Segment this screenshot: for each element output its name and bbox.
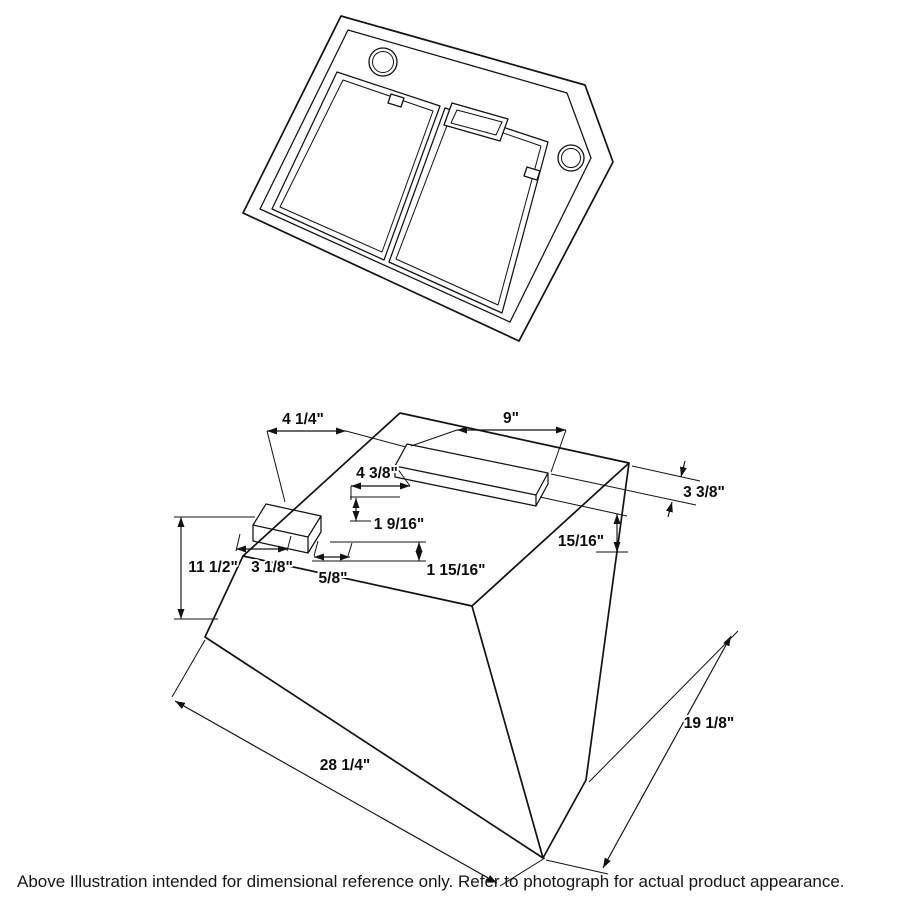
extension-lines: [266, 430, 407, 503]
filter-left-outer: [271, 71, 441, 261]
dim-label-duct-offset-left: 4 1/4": [282, 411, 324, 428]
extension-lines: [312, 541, 426, 562]
dimension-arrow: [602, 635, 732, 869]
filter-right-inner: [395, 114, 542, 306]
left-lamp-inner-ring: [372, 51, 394, 73]
dim-duct-front-offset: 15/16": [539, 496, 628, 553]
mounting-clip-2: [523, 166, 541, 181]
dim-label-knockout-offset-c: 1 15/16": [426, 562, 485, 579]
extension-lines: [313, 540, 353, 557]
left-lamp: [368, 47, 398, 77]
dim-label-hood-height: 11 1/2": [188, 559, 238, 576]
extension-lines: [350, 496, 400, 522]
dim-label-knockout-offset-a: 1 9/16": [374, 516, 424, 533]
hood-underside-inner-frame: [259, 29, 592, 323]
dim-label-duct-back-offset: 3 3/8": [683, 484, 725, 501]
dim-label-duct-width: 9": [503, 410, 519, 427]
reference-caption: Above Illustration intended for dimensio…: [17, 872, 845, 891]
control-cutout: [443, 102, 509, 142]
dim-knockout-offset-b: 5/8": [313, 540, 353, 589]
duct-cutout: [394, 443, 549, 507]
control-cutout-outer: [443, 102, 509, 142]
filter-left-inner: [279, 79, 434, 253]
mounting-clip-1: [387, 93, 405, 108]
control-cutout-inner: [450, 109, 503, 136]
extension-lines: [171, 639, 546, 887]
dim-label-junction-box-offset: 3 1/8": [251, 559, 293, 576]
hood-body: [204, 412, 630, 859]
extension-lines: [545, 630, 739, 875]
dim-knockout-offset-c: 1 15/16": [312, 541, 488, 581]
dim-duct-offset-left: 4 1/4": [266, 409, 407, 503]
dimension-arrow-lower: [666, 501, 673, 518]
dim-label-hood-depth: 19 1/8": [684, 715, 734, 732]
dimension-arrow: [174, 700, 498, 884]
dim-hood-depth: 19 1/8": [545, 630, 739, 875]
dim-hood-width: 28 1/4": [171, 639, 546, 887]
dim-duct-width: 9": [410, 408, 567, 473]
right-lamp: [557, 144, 585, 172]
extension-lines: [550, 465, 701, 506]
extension-lines: [539, 496, 628, 553]
underside-view: [242, 15, 614, 342]
dimension-arrow-upper: [680, 460, 687, 478]
filter-right-outer: [388, 107, 549, 314]
junction-box: [252, 503, 322, 554]
dim-label-duct-front-offset: 15/16": [558, 533, 604, 550]
dim-hood-height: 11 1/2": [174, 516, 255, 620]
isometric-view: [204, 412, 630, 859]
dim-label-duct-inner-offset: 4 3/8": [356, 465, 398, 482]
left-lamp-outer-ring: [368, 47, 398, 77]
dim-junction-box-offset: 3 1/8": [235, 533, 295, 578]
extension-lines: [410, 429, 567, 473]
filter-left: [271, 71, 441, 261]
filter-right: [388, 107, 549, 314]
hood-underside-outline: [242, 15, 614, 342]
dim-label-knockout-offset-b: 5/8": [319, 570, 348, 587]
right-lamp-inner-ring: [561, 148, 581, 168]
dim-duct-back-offset: 3 3/8": [550, 460, 727, 518]
dim-duct-inner-offset: 4 3/8": [350, 463, 411, 500]
dim-knockout-offset-a: 1 9/16": [350, 496, 426, 535]
dim-label-hood-width: 28 1/4": [320, 757, 370, 774]
